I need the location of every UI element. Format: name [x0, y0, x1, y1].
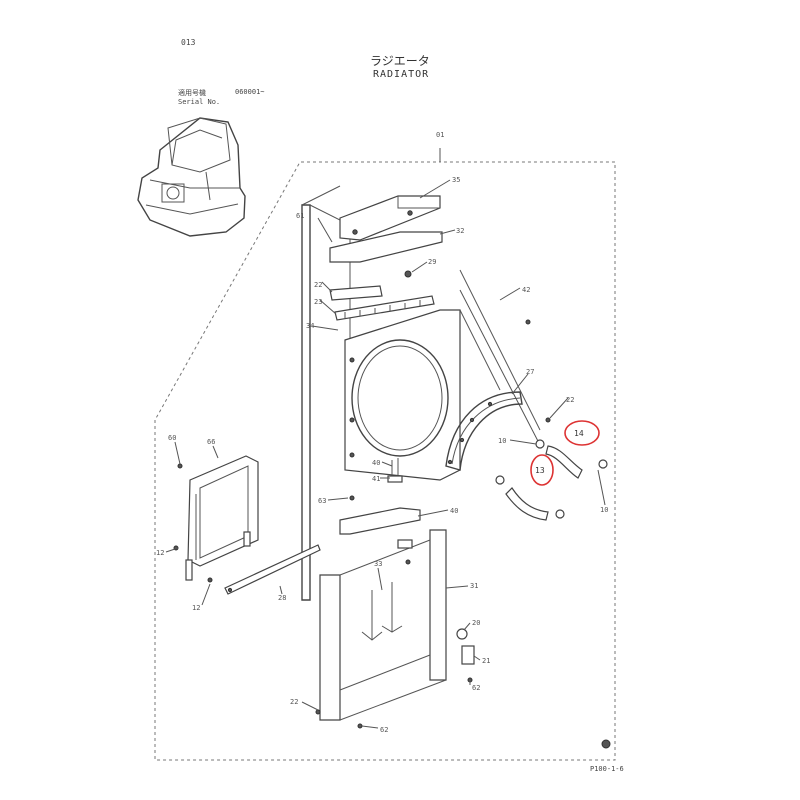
- highlight-circle-13: [530, 454, 554, 486]
- callout-22c: 22: [290, 698, 298, 706]
- callout-01: 01: [436, 131, 444, 139]
- callout-22: 22: [314, 281, 322, 289]
- side-plate: [301, 204, 311, 601]
- callout-62: 62: [472, 684, 480, 692]
- hose-14: [545, 445, 583, 479]
- diagram-title-en: RADIATOR: [373, 69, 430, 80]
- fan-ring: [351, 339, 449, 457]
- serial-label-en: Serial No.: [178, 98, 221, 106]
- plate-22: [329, 285, 383, 301]
- drawing-number: P100-1-6: [590, 765, 624, 773]
- assembly-boundary: [154, 148, 616, 761]
- callout-62b: 62: [380, 726, 388, 734]
- callout-40: 40: [372, 459, 380, 467]
- callout-61: 61: [296, 212, 304, 220]
- callout-13: 13: [535, 466, 545, 475]
- diagram-title-jp: ラジエータ: [370, 54, 430, 68]
- callout-27: 27: [526, 368, 534, 376]
- callout-60: 60: [168, 434, 176, 442]
- bracket-32: [329, 231, 443, 263]
- highlight-circle-14: [564, 420, 600, 446]
- callout-22b: 22: [566, 396, 574, 404]
- callout-28: 28: [278, 594, 286, 602]
- support-frame-33: [319, 574, 341, 721]
- callout-31: 31: [470, 582, 478, 590]
- callout-40b: 40: [450, 507, 458, 515]
- hose-13: [505, 487, 549, 521]
- arc-guard-27: [445, 391, 523, 471]
- callout-32: 32: [456, 227, 464, 235]
- callout-10: 10: [498, 437, 506, 445]
- callout-34: 34: [306, 322, 314, 330]
- callout-20: 20: [472, 619, 480, 627]
- serial-label-jp: 適用号機: [178, 89, 206, 97]
- callout-10b: 10: [600, 506, 608, 514]
- callout-12b: 12: [192, 604, 200, 612]
- callout-33: 33: [374, 560, 382, 568]
- stay-29: [224, 544, 321, 595]
- page-code: 013: [181, 38, 196, 47]
- callout-23: 23: [314, 298, 322, 306]
- callout-63: 63: [318, 497, 326, 505]
- serial-value: 060001~: [235, 88, 265, 96]
- callout-66: 66: [207, 438, 215, 446]
- callout-14: 14: [574, 429, 584, 438]
- callout-35: 35: [452, 176, 460, 184]
- callout-42: 42: [522, 286, 530, 294]
- fan-shroud: [344, 309, 461, 481]
- callout-41: 41: [372, 475, 380, 483]
- callout-29: 29: [428, 258, 436, 266]
- callout-21: 21: [482, 657, 490, 665]
- damper-21: [461, 645, 475, 665]
- machine-thumbnail: [137, 117, 246, 237]
- callout-12: 12: [156, 549, 164, 557]
